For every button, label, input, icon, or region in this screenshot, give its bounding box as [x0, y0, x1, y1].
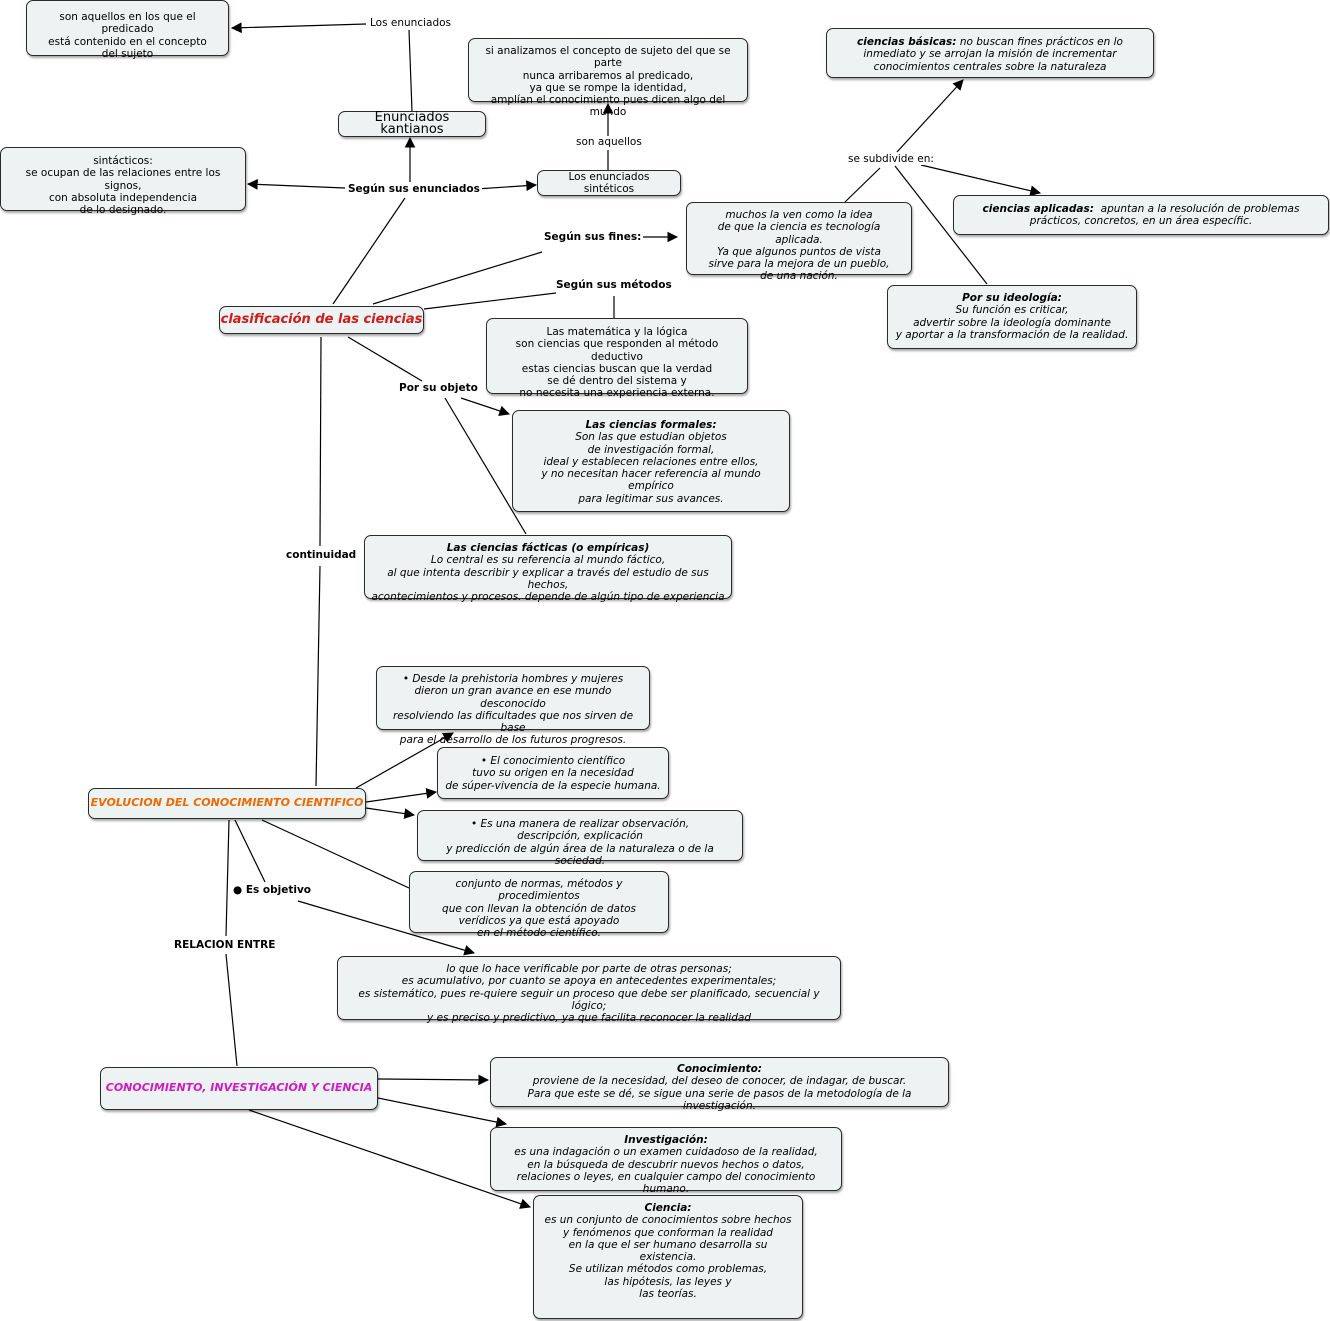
link-line [347, 336, 423, 382]
link-line [225, 819, 230, 937]
link-line [261, 819, 410, 889]
link-arrow [460, 397, 511, 417]
link-arrow [230, 22, 367, 34]
concept-text: Las matemática y la lógica son ciencias … [515, 326, 719, 400]
link-label-segun-metodos: Según sus métodos [554, 279, 674, 291]
link-line [408, 29, 413, 112]
concept-text: muchos la ven como la idea de que la cie… [708, 209, 890, 283]
link-arrow [896, 79, 964, 153]
concept-node-origen[interactable]: • El conocimiento científico tuvo su ori… [437, 747, 669, 799]
concept-node-analizamos[interactable]: si analizamos el concepto de sujeto del … [468, 38, 748, 118]
link-line [444, 397, 527, 535]
concept-node-verificable[interactable]: lo que lo hace verificable por parte de … [337, 956, 841, 1024]
concept-node-observacion[interactable]: • Es una manera de realizar observación,… [417, 810, 743, 867]
concept-text: CONOCIMIENTO, INVESTIGACIÓN Y CIENCIA [105, 1081, 373, 1095]
concept-text: EVOLUCION DEL CONOCIMIENTO CIENTIFICO [90, 796, 364, 810]
link-arrow [246, 179, 346, 190]
link-line [844, 167, 881, 203]
concept-text: • Desde la prehistoria hombres y mujeres… [392, 673, 634, 747]
concept-node-ideologia[interactable]: Por su ideología: Su función es criticar… [887, 285, 1137, 349]
link-line [894, 165, 988, 285]
link-arrow [248, 1109, 532, 1209]
link-line [372, 251, 543, 305]
concept-node-normas[interactable]: conjunto de normas, métodos y procedimie… [409, 871, 669, 939]
link-arrow [365, 807, 416, 819]
link-label-segun-fines: Según sus fines: [542, 231, 644, 243]
link-line [332, 197, 406, 305]
link-line [225, 953, 238, 1067]
link-arrow [377, 1097, 508, 1128]
concept-text: conjunto de normas, métodos y procedimie… [442, 878, 636, 940]
link-label-por-objeto: Por su objeto [397, 382, 480, 394]
concept-text: • Es una manera de realizar observación,… [446, 818, 714, 867]
concept-text: proviene de la necesidad, del deseo de c… [527, 1075, 912, 1112]
concept-text: Son las que estudian objetos de investig… [541, 431, 761, 505]
link-label-es-objetivo: ● Es objetivo [231, 884, 314, 896]
concept-node-clasificacion-ciencias[interactable]: clasificación de las ciencias [219, 306, 424, 334]
link-arrow [355, 732, 454, 789]
concept-node-evolucion[interactable]: EVOLUCION DEL CONOCIMIENTO CIENTIFICO [88, 788, 366, 819]
concept-node-tecnologia[interactable]: muchos la ven como la idea de que la cie… [686, 202, 912, 282]
concept-node-prehistoria[interactable]: • Desde la prehistoria hombres y mujeres… [376, 666, 650, 746]
concept-node-ciencias-aplicadas[interactable]: ciencias aplicadas: apuntan a la resoluc… [953, 195, 1329, 235]
concept-text: • El conocimiento científico tuvo su ori… [445, 755, 661, 792]
concept-text: sintácticos: se ocupan de las relaciones… [25, 155, 221, 217]
link-arrow [920, 164, 1042, 197]
concept-title: Investigación: [624, 1134, 708, 1146]
concept-text: no buscan fines prácticos en lo inmediat… [863, 36, 1123, 73]
concept-title: Las ciencias formales: [585, 419, 717, 431]
concept-node-ciencias-formales[interactable]: Las ciencias formales: Son las que estud… [512, 410, 790, 512]
concept-node-conocimiento[interactable]: Conocimiento: proviene de la necesidad, … [490, 1057, 949, 1112]
concept-text: es una indagación o un examen cuidadoso … [514, 1146, 818, 1196]
concept-title: Por su ideología: [962, 292, 1062, 304]
link-arrow [365, 788, 438, 803]
concept-title: ciencias básicas: [857, 36, 957, 48]
link-line [423, 292, 557, 310]
concept-node-sintacticos[interactable]: sintácticos: se ocupan de las relaciones… [0, 147, 246, 216]
link-line [319, 336, 322, 547]
link-label-continuidad: continuidad [284, 549, 359, 561]
concept-node-matematica-logica[interactable]: Las matemática y la lógica son ciencias … [486, 318, 748, 399]
link-label-son-aquellos: son aquellos [574, 136, 644, 148]
concept-text: si analizamos el concepto de sujeto del … [485, 45, 731, 119]
concept-title: ciencias aplicadas: [982, 203, 1094, 215]
concept-node-enunciados-kantianos[interactable]: Enunciados kantianos [338, 111, 486, 137]
concept-title: Ciencia: [644, 1202, 692, 1214]
link-label-se-subdivide: se subdivide en: [846, 153, 936, 165]
link-arrow [475, 180, 538, 192]
link-label-segun-enunciados: Según sus enunciados [346, 183, 482, 195]
concept-node-ciencias-facticas[interactable]: Las ciencias fácticas (o empíricas) Lo c… [364, 535, 732, 603]
concept-node-conocimiento-investigacion-ciencia[interactable]: CONOCIMIENTO, INVESTIGACIÓN Y CIENCIA [100, 1067, 378, 1110]
concept-node-investigacion[interactable]: Investigación: es una indagación o un ex… [490, 1127, 842, 1195]
link-arrow [297, 900, 476, 956]
concept-node-enunciados-sinteticos[interactable]: Los enunciados sintéticos [537, 170, 681, 196]
link-label-relacion-entre: RELACION ENTRE [172, 939, 278, 951]
concept-node-ciencias-basicas[interactable]: ciencias básicas: no buscan fines prácti… [826, 28, 1154, 78]
link-label-los-enunciados: Los enunciados [368, 17, 454, 29]
concept-text: es un conjunto de conocimientos sobre he… [544, 1214, 792, 1301]
concept-title: Conocimiento: [677, 1063, 762, 1075]
concept-text: son aquellos en los que el predicado est… [48, 11, 207, 60]
concept-text: Su función es criticar, advertir sobre l… [895, 304, 1129, 341]
concept-text: lo que lo hace verificable por parte de … [358, 963, 820, 1025]
concept-title: Las ciencias fácticas (o empíricas) [446, 542, 650, 554]
link-line [315, 565, 321, 787]
concept-text: apuntan a la resolución de problemas prá… [1029, 203, 1300, 228]
concept-node-ciencia[interactable]: Ciencia: es un conjunto de conocimientos… [533, 1195, 803, 1319]
concept-text: Lo central es su referencia al mundo fác… [371, 554, 725, 604]
link-line [234, 819, 266, 883]
concept-text: clasificación de las ciencias [220, 311, 423, 327]
concept-node-sujeto[interactable]: son aquellos en los que el predicado est… [26, 0, 229, 60]
concept-text: Enunciados kantianos [374, 109, 450, 137]
link-arrow [377, 1074, 490, 1086]
concept-text: Los enunciados sintéticos [568, 170, 650, 195]
